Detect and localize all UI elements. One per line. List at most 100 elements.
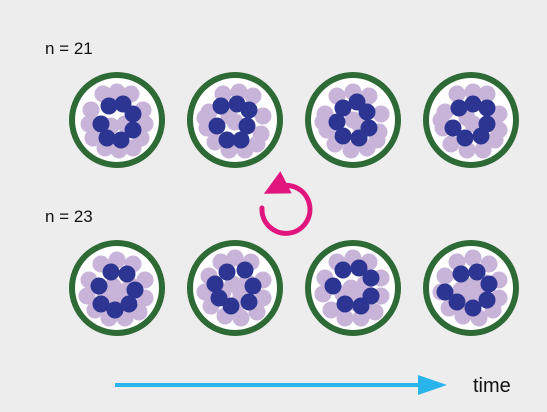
outer-particle: [314, 113, 332, 131]
outer-particle: [342, 141, 360, 159]
outer-particle: [226, 249, 244, 267]
outer-particle: [352, 309, 370, 327]
time-label: time: [473, 375, 511, 397]
outer-particle: [486, 131, 504, 149]
inner-particle: [232, 131, 250, 149]
container-ring: [423, 240, 519, 336]
inner-particle: [480, 275, 498, 293]
inner-particle: [100, 97, 118, 115]
inner-particle: [120, 295, 138, 313]
inner-particle: [324, 277, 342, 295]
inner-particle: [456, 129, 474, 147]
outer-particle: [368, 131, 386, 149]
container-ring: [187, 72, 283, 168]
inner-particle: [468, 263, 486, 281]
inner-particle: [478, 99, 496, 117]
inner-particle: [334, 99, 352, 117]
outer-particle: [464, 249, 482, 267]
inner-particle: [118, 265, 136, 283]
cluster-row2-col1: [69, 240, 165, 336]
inner-particle: [112, 131, 130, 149]
row-label-n23: n = 23: [45, 207, 93, 226]
cluster-row1-col1: [69, 72, 165, 168]
outer-particle: [432, 111, 450, 129]
inner-particle: [90, 277, 108, 295]
container-ring: [69, 72, 165, 168]
inner-particle: [452, 265, 470, 283]
inner-particle: [336, 295, 354, 313]
outer-particle: [366, 303, 384, 321]
inner-particle: [212, 97, 230, 115]
inner-particle: [350, 129, 368, 147]
inner-particle: [98, 129, 116, 147]
inner-particle: [362, 269, 380, 287]
time-arrow-head: [418, 375, 447, 395]
outer-particle: [254, 289, 272, 307]
inner-particle: [218, 131, 236, 149]
outer-particle: [82, 101, 100, 119]
inner-particle: [334, 261, 352, 279]
inner-particle: [464, 95, 482, 113]
cluster-row2-col4: [423, 240, 519, 336]
inner-particle: [222, 297, 240, 315]
outer-particle: [124, 139, 142, 157]
outer-particle: [478, 85, 496, 103]
outer-particle: [254, 107, 272, 125]
inner-particle: [448, 293, 466, 311]
outer-particle: [244, 87, 262, 105]
outer-particle: [248, 135, 266, 153]
inner-particle: [240, 293, 258, 311]
cluster-row2-col2: [187, 240, 283, 336]
cluster-row1-col3: [305, 72, 401, 168]
outer-particle: [80, 115, 98, 133]
outer-particle: [474, 141, 492, 159]
container-ring: [423, 72, 519, 168]
inner-particle: [236, 261, 254, 279]
cluster-row2-col3: [305, 240, 401, 336]
inner-particle: [450, 99, 468, 117]
inner-particle: [436, 283, 454, 301]
inner-particle: [102, 263, 120, 281]
inner-particle: [206, 275, 224, 293]
inner-particle: [352, 297, 370, 315]
particle-clusters: [69, 72, 519, 336]
outer-particle: [232, 309, 250, 327]
inner-particle: [126, 281, 144, 299]
outer-particle: [448, 85, 466, 103]
inner-particle: [350, 259, 368, 277]
outer-particle: [196, 109, 214, 127]
inner-particle: [464, 299, 482, 317]
outer-particle: [322, 301, 340, 319]
cluster-row1-col4: [423, 72, 519, 168]
container-ring: [69, 240, 165, 336]
inner-particle: [238, 117, 256, 135]
container-ring: [305, 72, 401, 168]
inner-particle: [106, 301, 124, 319]
outer-particle: [480, 255, 498, 273]
inner-particle: [472, 127, 490, 145]
inner-particle: [478, 291, 496, 309]
cycle-arrow: [259, 171, 313, 236]
inner-particle: [218, 263, 236, 281]
inner-particle: [244, 277, 262, 295]
outer-particle: [336, 309, 354, 327]
inner-particle: [92, 115, 110, 133]
inner-particle: [210, 289, 228, 307]
container-ring: [187, 240, 283, 336]
inner-particle: [334, 127, 352, 145]
inner-particle: [92, 295, 110, 313]
inner-particle: [444, 119, 462, 137]
outer-particle: [442, 135, 460, 153]
outer-particle: [84, 129, 102, 147]
outer-particle: [78, 287, 96, 305]
inner-particle: [358, 103, 376, 121]
inner-particle: [124, 105, 142, 123]
inner-particle: [328, 113, 346, 131]
outer-particle: [436, 267, 454, 285]
container-ring: [305, 240, 401, 336]
cluster-row1-col2: [187, 72, 283, 168]
row-label-n21: n = 21: [45, 39, 93, 58]
inner-particle: [240, 101, 258, 119]
